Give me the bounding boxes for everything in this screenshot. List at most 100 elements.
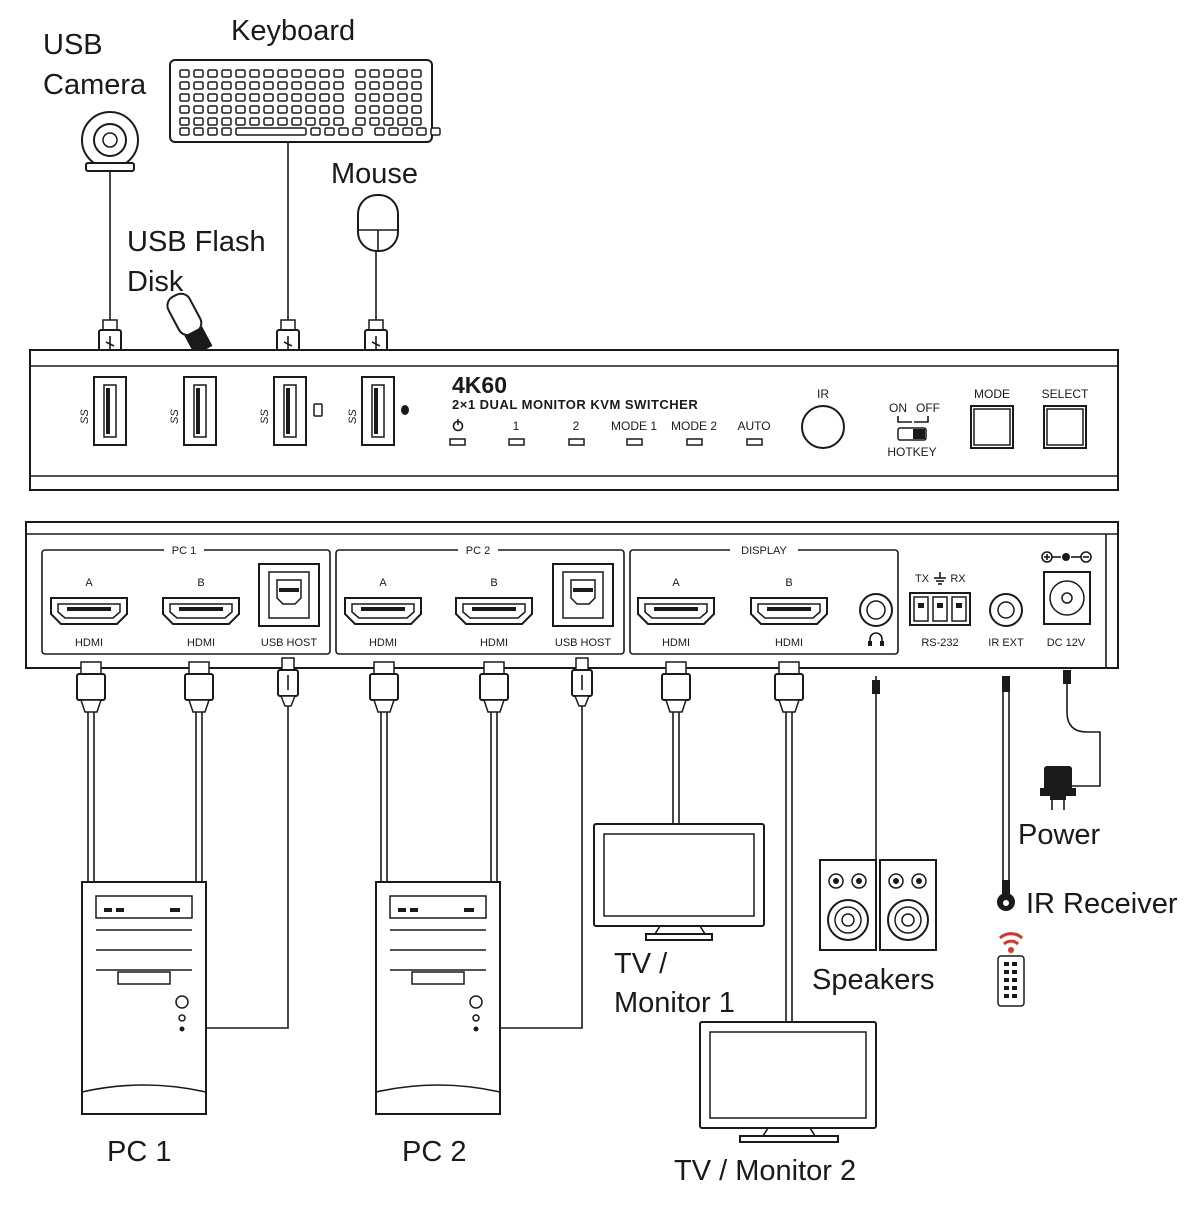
brand-label: 4K60 [452,372,507,398]
led-mode2 [686,438,703,446]
pc2-group-label: PC 2 [466,545,490,557]
rs232-rx-label: RX [950,573,966,585]
hdmi-port-label: HDMI [369,637,397,649]
usb-b-plug-2 [571,657,593,707]
led-auto [746,438,763,446]
hdmi-port-label: HDMI [480,637,508,649]
hdmi-port-label: HDMI [187,637,215,649]
led-1 [508,438,525,446]
tv-monitor-1-icon [593,823,765,941]
headphone-icon [868,632,884,646]
label-pc2: PC 2 [402,1136,466,1168]
front-usb-port-1: SS [79,376,127,446]
ir-label: IR [817,387,829,401]
hotkey-switch[interactable] [897,427,927,441]
label-speakers: Speakers [812,964,935,996]
usb-b-plug-1 [277,657,299,707]
keyboard-port-icon [313,403,323,417]
hdmi-plug-4 [479,661,509,713]
front-panel: SS SS SS SS 4K60 2×1 DUAL MONITOR KVM SWITC… [29,349,1119,491]
hdmi-port-pc2-a: A HDMI [344,577,422,649]
ground-icon [934,572,946,585]
front-usb-port-4: SS [347,376,395,446]
tv-monitor-2-icon [699,1021,877,1143]
usb-host-label: USB HOST [555,637,612,649]
hdmi-plug-6 [774,661,804,713]
hdmi-port-letter: B [197,577,204,589]
rear-plugs [76,657,804,713]
label-mouse: Mouse [331,158,418,190]
rs232-tx-label: TX [915,573,930,585]
hdmi-port-pc2-b: B HDMI [455,577,533,649]
hotkey-off-label: OFF [916,401,940,415]
usb-host-label: USB HOST [261,637,318,649]
rs232-port [909,592,971,626]
front-usb-port-2: SS [169,376,217,446]
dc-label: DC 12V [1047,637,1086,649]
pc2-tower-icon [375,881,501,1115]
pc1-group-label: PC 1 [172,545,196,557]
led-label-1: 1 [513,419,520,433]
rs232-label: RS-232 [921,637,958,649]
display-group-label: DISPLAY [741,545,787,557]
label-tv1-line2: Monitor 1 [614,987,735,1019]
mode-label: MODE [974,387,1010,401]
power-adapter-icon [1040,766,1076,810]
hdmi-port-letter: B [785,577,792,589]
ss-usb-icon-1: SS [79,409,91,424]
label-tv1-line1: TV / [614,948,668,980]
speakers-icon [819,859,937,951]
dc-polarity-icon [1041,551,1092,563]
led-label-mode2: MODE 2 [671,419,717,433]
keyboard-icon [169,59,441,143]
model-label: 2×1 DUAL MONITOR KVM SWITCHER [452,397,698,412]
mode-button-inner [973,408,1011,446]
ss-usb-icon-3: SS [259,409,271,424]
led-label-auto: AUTO [737,419,770,433]
front-usb-port-3: SS [259,376,307,446]
usb-host-port-pc1: USB HOST [258,563,320,649]
label-pc1: PC 1 [107,1136,171,1168]
hdmi-port-display-b: B HDMI [750,577,828,649]
ir-receiver-icon [997,880,1015,911]
usb-host-port-pc2: USB HOST [552,563,614,649]
usb-camera-icon [81,111,139,172]
hdmi-plug-5 [661,661,691,713]
led-mode1 [626,438,643,446]
hdmi-plug-3 [369,661,399,713]
hdmi-port-label: HDMI [75,637,103,649]
label-usb: USB [43,29,103,61]
hdmi-port-pc1-b: B HDMI [162,577,240,649]
label-ir-receiver: IR Receiver [1026,888,1178,920]
label-tv2: TV / Monitor 2 [674,1155,856,1187]
hdmi-plug-1 [76,661,106,713]
ir-remote-icon [997,932,1025,1007]
mouse-icon [357,194,399,252]
hdmi-port-letter: A [672,577,680,589]
hdmi-port-letter: B [490,577,497,589]
hotkey-label: HOTKEY [887,445,936,459]
select-label: SELECT [1042,387,1089,401]
label-usb-flash: USB Flash [127,226,266,258]
led-label-2: 2 [573,419,580,433]
usb-flash-disk-icon [166,292,213,356]
label-keyboard: Keyboard [231,15,355,47]
hdmi-port-display-a: A HDMI [637,577,715,649]
ss-usb-icon-4: SS [347,409,359,424]
hotkey-on-label: ON [889,401,907,415]
ir-sensor [801,405,845,449]
power-led-icon [449,419,466,446]
ss-usb-icon-2: SS [169,409,181,424]
hdmi-port-label: HDMI [662,637,690,649]
hdmi-port-label: HDMI [775,637,803,649]
hdmi-plug-2 [184,661,214,713]
label-power: Power [1018,819,1101,851]
led-label-mode1: MODE 1 [611,419,657,433]
label-camera: Camera [43,69,147,101]
mouse-port-icon [401,405,409,415]
select-button-inner [1046,408,1084,446]
ir-ext-label: IR EXT [988,637,1024,649]
hdmi-port-letter: A [379,577,387,589]
rear-panel: PC 1 PC 2 DISPLAY AHDMIBHDMIAHDMIBHDMIAH… [25,521,1119,669]
